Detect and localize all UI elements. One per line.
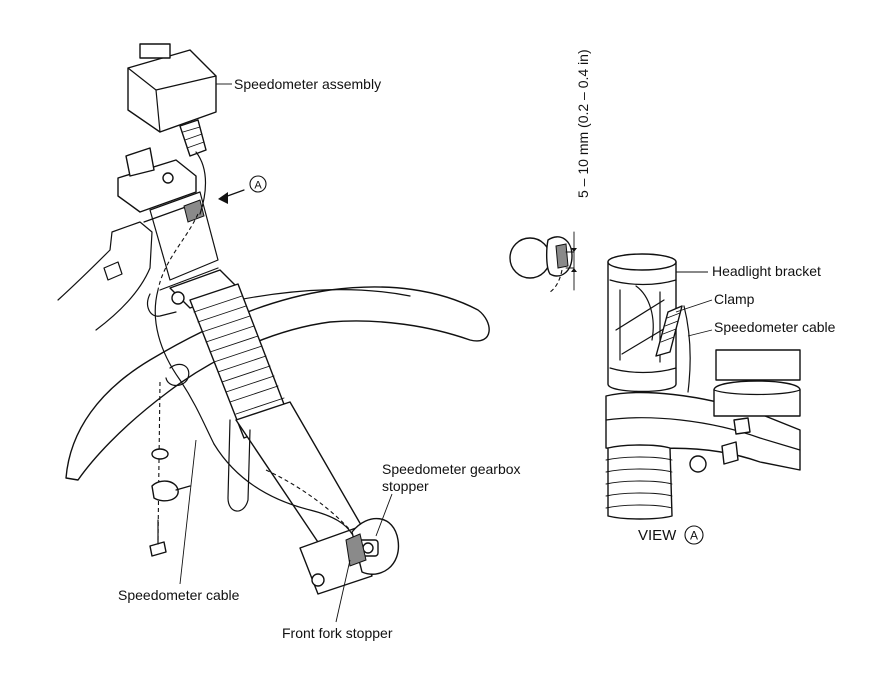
detail-round-part: [509, 237, 551, 279]
cable-hidden-upper: [157, 213, 199, 291]
fork-tube-right-upper: [715, 349, 801, 381]
leader-speedometer-cable-right: [687, 329, 713, 337]
handlebar-switch: [103, 261, 123, 281]
fork-tube-right: [713, 380, 801, 417]
view-a-marker-text: A: [254, 180, 262, 192]
cable-upper-run: [195, 151, 207, 215]
view-caption-marker-text: A: [690, 529, 698, 543]
label-headlight-bracket: Headlight bracket: [712, 263, 821, 279]
side-bracket-bolt: [171, 291, 185, 305]
bracket-wire-curve: [635, 285, 654, 341]
exploded-washer: [151, 448, 169, 460]
cable-hidden-lower: [265, 469, 351, 531]
main-assembly-illustration: [57, 43, 490, 595]
label-gearbox-stopper-line2: stopper: [382, 478, 429, 494]
dimension-extension-lines: [565, 251, 575, 269]
speedometer-housing: [127, 49, 217, 133]
exploded-clip-tab: [175, 485, 191, 491]
lower-bolt-left: [689, 455, 707, 473]
cable-lower-run: [213, 443, 353, 535]
view-a-fork-boot: [605, 444, 673, 520]
dimension-arrow-bottom: [571, 268, 577, 272]
leader-clamp: [675, 299, 713, 313]
leader-speedometer-cable-left: [179, 439, 197, 585]
lower-bolt-right: [721, 441, 739, 465]
clamp-upper: [183, 199, 205, 223]
label-speedometer-cable-right: Speedometer cable: [714, 319, 836, 335]
label-view-caption: VIEW: [638, 527, 677, 544]
cable-guide-loop: [227, 419, 251, 512]
lower-triple-clamp-edge: [605, 417, 801, 451]
exploded-bolt-head: [149, 541, 167, 557]
bracket-bolt: [162, 172, 174, 184]
label-clamp: Clamp: [714, 291, 755, 307]
label-gearbox-stopper-line1: Speedometer gearbox: [382, 461, 521, 477]
detail-cable-stub: [549, 269, 563, 293]
headlight-bracket-top: [607, 253, 677, 271]
lower-clamp-tab: [733, 417, 751, 435]
speedometer-cable-detail: [683, 305, 691, 393]
side-bracket: [147, 293, 177, 317]
leader-front-fork-stopper: [335, 559, 351, 623]
ignition-knob: [125, 147, 155, 177]
axle-bolt: [311, 573, 325, 587]
headlight-bracket-frame: [149, 191, 219, 281]
view-a-marker-circle: [249, 175, 267, 193]
view-a-arrowhead: [218, 192, 228, 204]
speedometer-top-cap: [139, 43, 171, 59]
detail-clamp-insert: [555, 243, 569, 269]
fork-boot-bellows: [189, 283, 291, 439]
label-front-fork-stopper: Front fork stopper: [282, 625, 393, 641]
cable-connector: [179, 119, 207, 157]
front-fender-ridge: [237, 288, 411, 301]
cable-clip-mounted: [165, 363, 190, 387]
view-a-detail-illustration: [509, 231, 801, 520]
speedometer-housing-edge2: [155, 89, 161, 133]
leader-gearbox-stopper: [375, 493, 393, 537]
handlebar-housing-outline: [57, 221, 153, 331]
exploded-axis-line: [157, 381, 161, 541]
fork-tube-right-top: [713, 389, 801, 396]
front-fork-stopper-part: [345, 533, 367, 567]
cable-connector-ridges: [182, 126, 205, 149]
headlight-bracket-bands: [609, 279, 677, 374]
view-caption-marker-circle: [684, 525, 704, 545]
clamp-on-cable: [655, 305, 683, 357]
label-speedometer-cable-left: Speedometer cable: [118, 587, 240, 603]
exploded-clip: [151, 480, 179, 502]
dimension-arrow-top: [571, 248, 577, 252]
label-speedometer-assembly: Speedometer assembly: [234, 76, 381, 92]
label-dimension: 5 – 10 mm (0.2 – 0.4 in): [575, 49, 591, 198]
